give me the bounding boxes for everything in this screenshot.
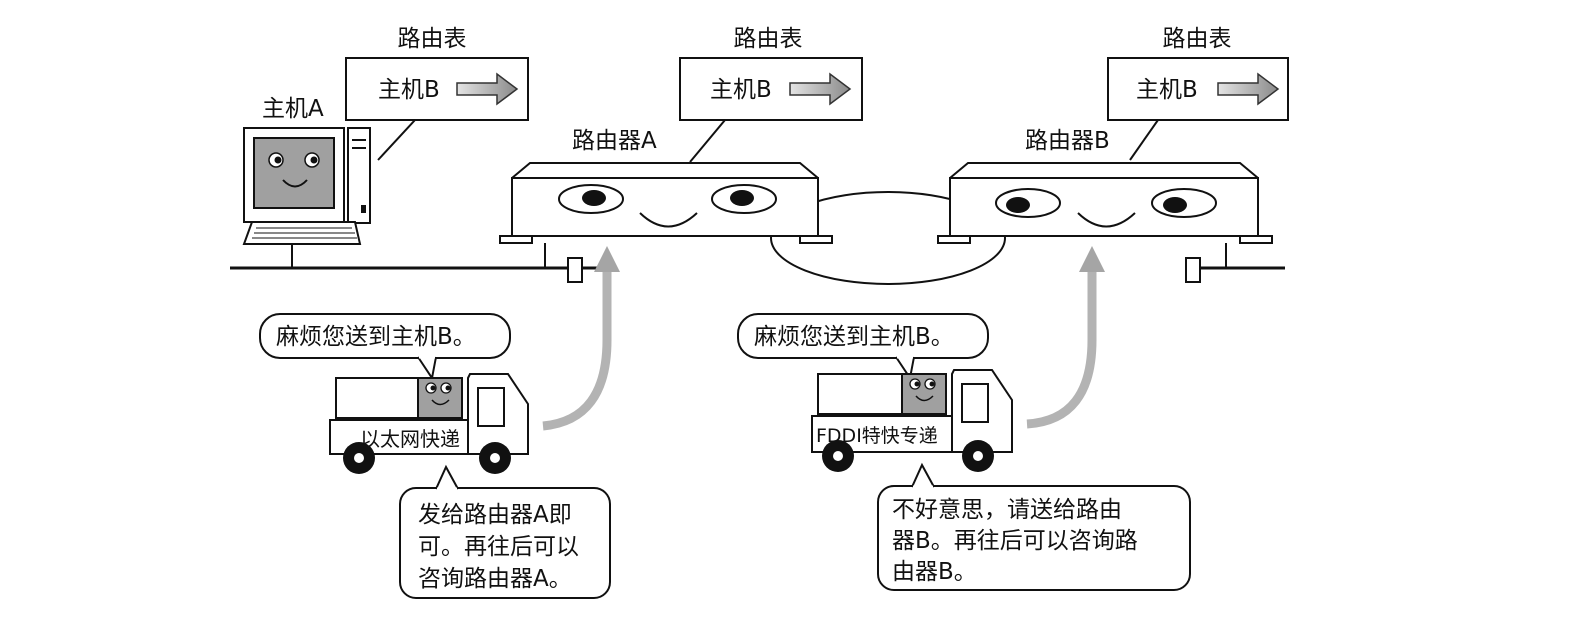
router-b: 路由器B <box>937 128 1273 244</box>
reply-bubble-router-b: 不好意思，请送给路由 器B。再往后可以咨询路 由器B。 <box>877 462 1191 591</box>
routing-table-title: 路由表 <box>1163 26 1232 52</box>
host-a-computer: 主机A <box>242 96 371 268</box>
arrow-right-icon <box>1217 72 1280 106</box>
router-a: 路由器A <box>499 128 833 244</box>
fddi-truck: 麻烦您送到主机B。 FDDI特快专递 <box>737 313 1013 472</box>
arrow-right-icon <box>789 72 852 106</box>
speech-bubble: 麻烦您送到主机B。 <box>737 313 989 381</box>
router-a-label: 路由器A <box>572 128 657 154</box>
ethernet-right <box>1185 243 1285 283</box>
curved-arrow-to-router-b-icon <box>1026 246 1105 429</box>
routing-table-entry: 主机B <box>378 77 440 103</box>
truck-side-text: FDDI特快专递 <box>816 425 938 447</box>
reply-bubble-router-a: 发给路由器A即 可。再往后可以 咨询路由器A。 <box>399 464 611 599</box>
ethernet-truck: 麻烦您送到主机B。 以太网快递 <box>259 313 529 474</box>
routing-table-title: 路由表 <box>398 26 467 52</box>
reply-line-3: 咨询路由器A。 <box>418 566 572 592</box>
bubble-text: 麻烦您送到主机B。 <box>276 324 476 350</box>
routing-table-entry: 主机B <box>1136 77 1198 103</box>
routing-table-entry: 主机B <box>710 77 772 103</box>
routing-table-3: 路由表 主机B <box>1107 26 1289 161</box>
ethernet-left <box>230 243 598 283</box>
arrow-right-icon <box>456 72 519 106</box>
bubble-text: 麻烦您送到主机B。 <box>754 324 954 350</box>
fddi-ring <box>770 191 1006 285</box>
reply-line-2: 可。再往后可以 <box>418 534 579 560</box>
driver-face <box>901 373 947 415</box>
reply-line-1: 不好意思，请送给路由 <box>892 497 1122 523</box>
routing-table-1: 路由表 主机B <box>345 26 529 161</box>
routing-table-title: 路由表 <box>734 26 803 52</box>
terminator-icon <box>567 257 583 283</box>
driver-face <box>417 377 463 419</box>
reply-line-1: 发给路由器A即 <box>418 502 572 528</box>
reply-line-3: 由器B。 <box>892 559 977 585</box>
monitor-screen <box>253 137 335 209</box>
host-a-label: 主机A <box>262 96 324 122</box>
truck-side-text: 以太网快递 <box>360 427 460 451</box>
speech-bubble: 麻烦您送到主机B。 <box>259 313 511 381</box>
terminator-icon <box>1185 257 1201 283</box>
curved-arrow-to-router-a-icon <box>542 246 620 431</box>
routing-table-2: 路由表 主机B <box>679 26 863 163</box>
reply-line-2: 器B。再往后可以咨询路 <box>892 528 1138 554</box>
router-b-label: 路由器B <box>1025 128 1110 154</box>
